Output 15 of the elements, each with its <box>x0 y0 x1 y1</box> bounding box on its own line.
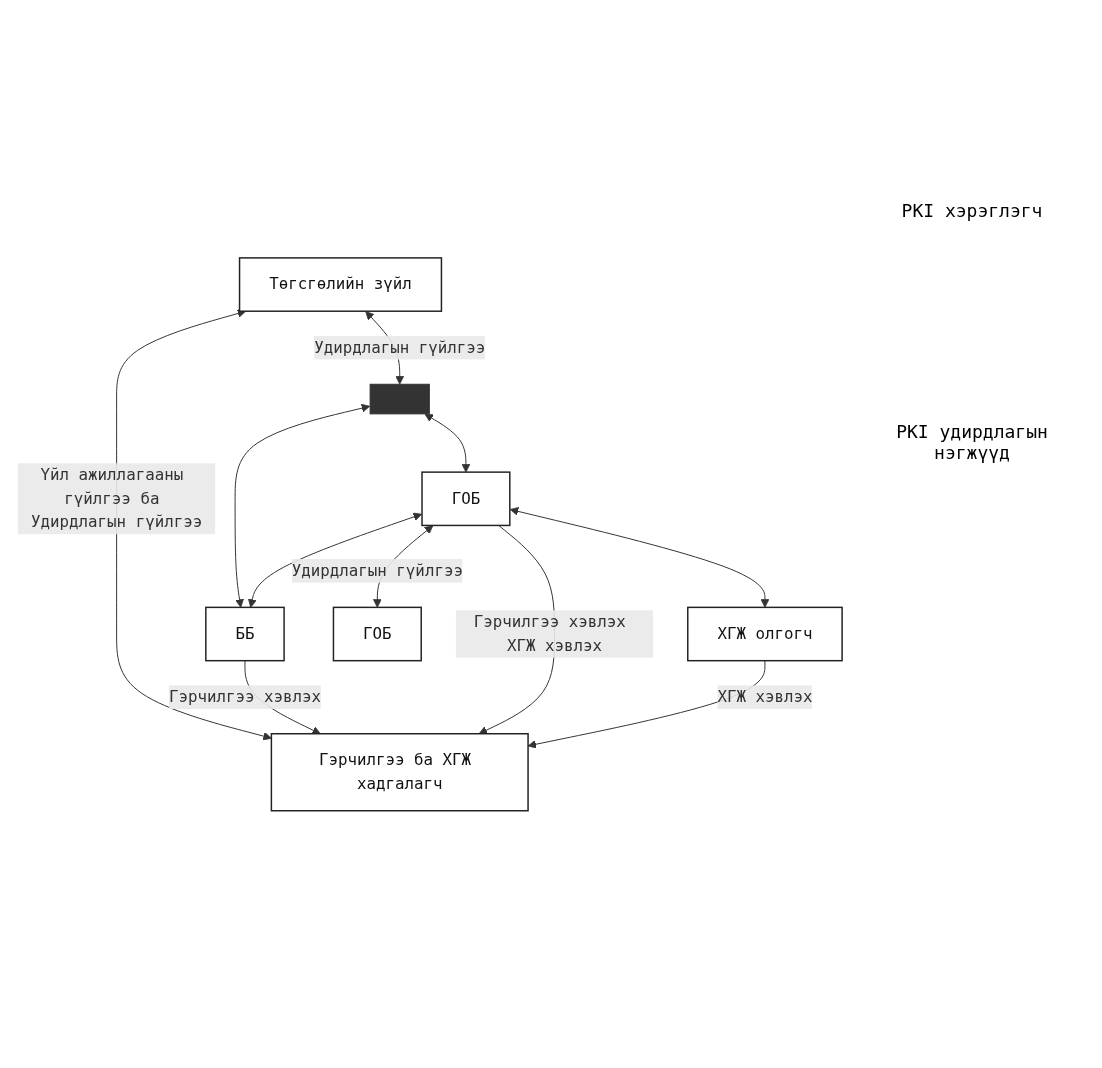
node-box: ББ <box>205 606 285 662</box>
edge-label: Үйл ажиллагааны гүйлгээ ба Удирдлагын гүйлгээ <box>31 464 203 532</box>
node-bar <box>369 383 430 415</box>
node-box: Гэрчилгээ ба ХГЖ хадгалагч <box>270 732 529 812</box>
section-label: PKI удирдлагын нэгжүүд <box>895 421 1049 463</box>
node-box: ГОБ <box>421 471 511 526</box>
edge-label: Удирдлагын гүйлгээ <box>291 560 463 580</box>
edge-label: ХГЖ хэвлэх <box>717 687 813 706</box>
node-box: ХГЖ олгогч <box>687 606 843 662</box>
node-box: ГОБ <box>332 606 422 662</box>
edge-label: Гэрчилгээ хэвлэх ХГЖ хэвлэх <box>473 611 626 655</box>
edge-label: Удирдлагын гүйлгээ <box>314 337 486 357</box>
node-box: Төгсгөлийн зүйл <box>238 256 443 312</box>
edge-label: Гэрчилгээ хэвлэх <box>168 687 322 706</box>
section-label: PKI хэрэглэгч <box>900 200 1044 221</box>
